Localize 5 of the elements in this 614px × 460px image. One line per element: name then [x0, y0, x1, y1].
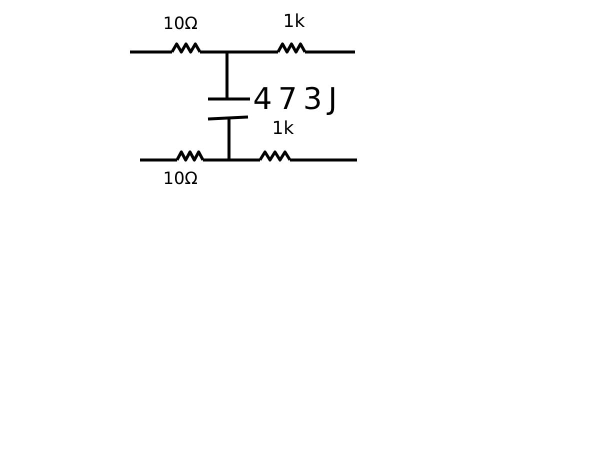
component-value: 1k	[272, 120, 294, 138]
component-value: 1k	[283, 13, 305, 31]
component-value: 473J	[253, 85, 344, 115]
component-value: 10Ω	[163, 16, 198, 33]
component-value: 10Ω	[163, 171, 198, 188]
